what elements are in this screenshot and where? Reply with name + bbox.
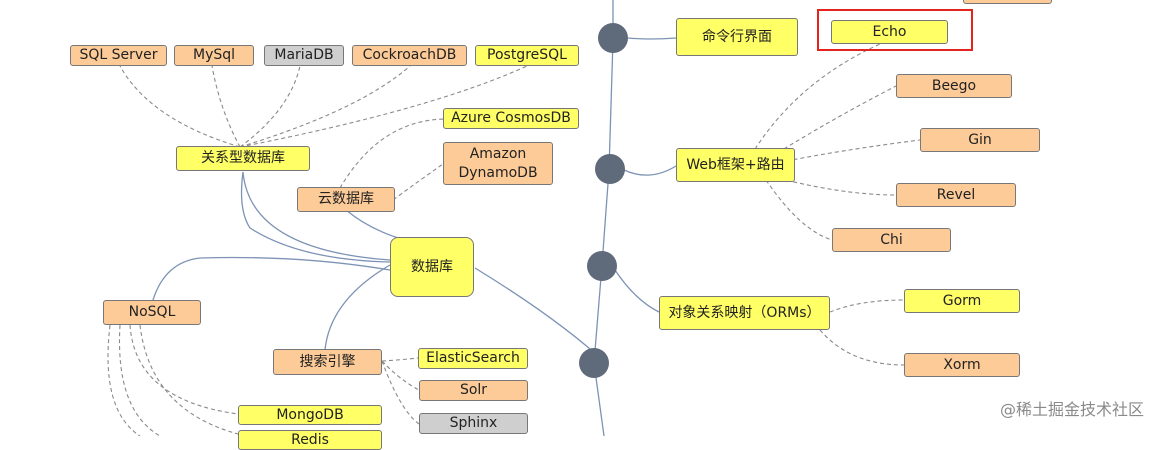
node-echo[interactable]: Echo (831, 20, 948, 44)
node-amazon-dynamodb[interactable]: Amazon DynamoDB (443, 142, 553, 185)
echo-highlight-box (817, 9, 973, 51)
node-sphinx[interactable]: Sphinx (419, 413, 528, 434)
node-gin[interactable]: Gin (920, 128, 1040, 152)
node-relational-database[interactable]: 关系型数据库 (176, 146, 310, 171)
node-redis[interactable]: Redis (238, 430, 382, 450)
node-cli[interactable]: 命令行界面 (676, 18, 798, 56)
node-revel[interactable]: Revel (896, 183, 1016, 207)
node-cockroachdb[interactable]: CockroachDB (352, 45, 467, 66)
node-cloud-database[interactable]: 云数据库 (297, 187, 395, 212)
node-mysql[interactable]: MySql (174, 45, 254, 66)
trunk-dot-web (595, 154, 625, 184)
node-web-framework[interactable]: Web框架+路由 (676, 148, 795, 182)
trunk-dot-cli (598, 23, 628, 53)
trunk-dot-bottom (579, 348, 609, 378)
node-elasticsearch[interactable]: ElasticSearch (418, 348, 528, 369)
node-chi[interactable]: Chi (832, 228, 951, 252)
node-nosql[interactable]: NoSQL (103, 300, 201, 325)
node-postgresql[interactable]: PostgreSQL (475, 45, 579, 66)
watermark: @稀土掘金技术社区 (999, 400, 1144, 419)
node-mongodb[interactable]: MongoDB (238, 405, 382, 425)
node-database-center[interactable]: 数据库 (390, 237, 474, 297)
node-search-engine[interactable]: 搜索引擎 (273, 349, 382, 375)
node-azure-cosmosdb[interactable]: Azure CosmosDB (443, 108, 579, 129)
node-mariadb[interactable]: MariaDB (264, 45, 344, 66)
node-xorm[interactable]: Xorm (904, 353, 1020, 377)
node-orm[interactable]: 对象关系映射（ORMs） (659, 296, 830, 330)
trunk-dot-orm (587, 251, 617, 281)
node-solr[interactable]: Solr (419, 380, 528, 401)
node-beego[interactable]: Beego (896, 74, 1012, 98)
node-sql-server[interactable]: SQL Server (70, 45, 167, 66)
node-gorm[interactable]: Gorm (904, 289, 1020, 313)
clipped-top-node[interactable] (963, 0, 1052, 4)
